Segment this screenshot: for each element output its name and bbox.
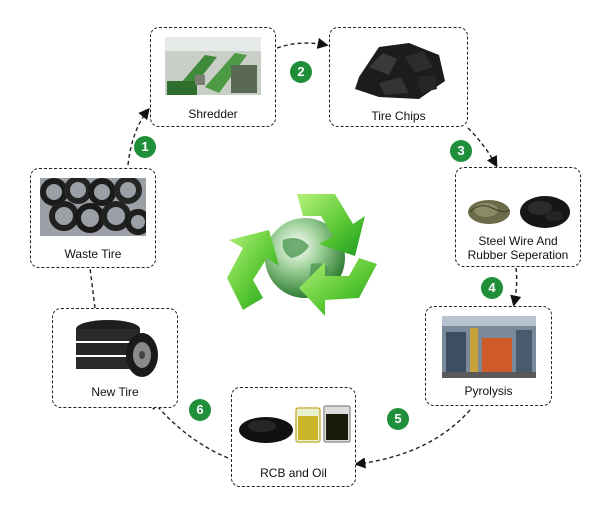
- arrow-chips-to-steel: [467, 127, 498, 168]
- step-badge-1: 1: [134, 136, 156, 158]
- node-rcb-and-oil: RCB and Oil: [231, 387, 356, 487]
- arrow-steel-to-pyrolysis: [510, 267, 522, 307]
- rubber-chips-photo: [355, 43, 445, 99]
- node-waste-tire: Waste Tire: [30, 168, 156, 268]
- node-label-shredder: Shredder: [188, 107, 238, 121]
- arrow-shredder-to-chips: [276, 37, 329, 49]
- node-steel-wire-rubber-separation: Steel Wire And Rubber Seperation: [455, 167, 581, 267]
- node-label-rcb-and-oil: RCB and Oil: [260, 466, 327, 480]
- node-label-steel-wire-line2: Rubber Seperation: [467, 248, 569, 262]
- step-badge-5: 5: [387, 408, 409, 430]
- node-pyrolysis: Pyrolysis: [425, 306, 552, 406]
- carbon-black-photo: [239, 417, 293, 443]
- node-label-steel-wire-line1: Steel Wire And: [478, 234, 558, 248]
- node-label-waste-tire: Waste Tire: [64, 247, 122, 261]
- node-tire-chips: Tire Chips: [329, 27, 468, 127]
- step-badge-2: 2: [290, 61, 312, 83]
- arrow-pyrolysis-to-rcb: [354, 409, 471, 469]
- shredder-machine-photo: [165, 37, 261, 95]
- pyrolysis-plant-photo: [442, 316, 536, 378]
- node-label-new-tire: New Tire: [91, 385, 139, 399]
- node-new-tire: New Tire: [52, 308, 178, 408]
- steel-wire-photo: [468, 200, 511, 224]
- rubber-crumb-photo: [520, 196, 570, 228]
- step-badge-3: 3: [450, 140, 472, 162]
- waste-tire-pile-photo: [40, 178, 146, 236]
- node-label-tire-chips: Tire Chips: [371, 109, 426, 123]
- tire-stack-photo: [76, 320, 158, 377]
- step-badge-4: 4: [481, 277, 503, 299]
- step-badge-6: 6: [189, 399, 211, 421]
- oil-beakers-photo: [295, 405, 351, 443]
- node-label-pyrolysis: Pyrolysis: [464, 384, 513, 398]
- node-shredder: Shredder: [150, 27, 276, 127]
